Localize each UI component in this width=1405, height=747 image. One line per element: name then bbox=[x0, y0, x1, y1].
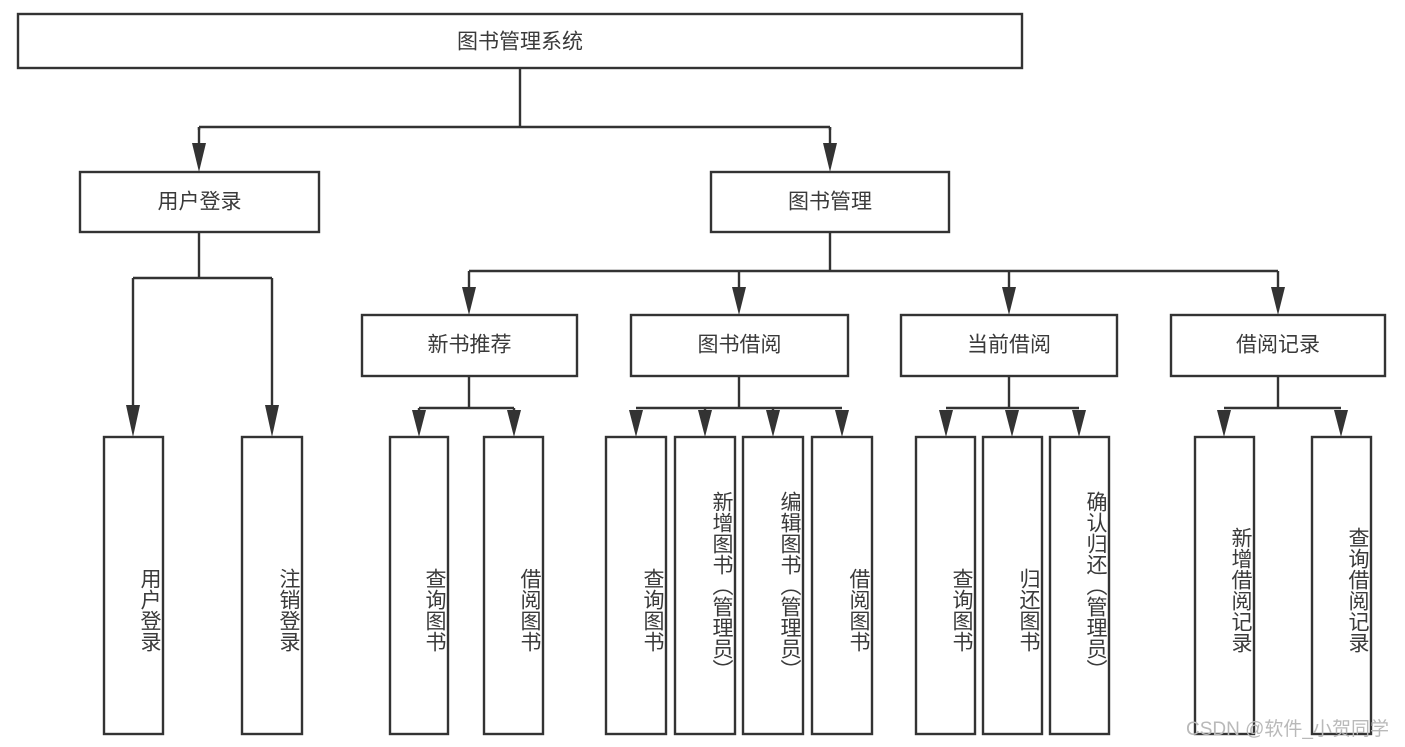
leaf-current-borrow-2[interactable] bbox=[981, 435, 1044, 736]
node-current-borrow-label: 当前借阅 bbox=[967, 334, 1051, 357]
leaf-new-book-2[interactable] bbox=[482, 435, 545, 736]
node-current-borrow[interactable] bbox=[899, 313, 1119, 378]
leaf-label-book-borrow-3: 编辑图书（管理员） bbox=[778, 491, 801, 680]
arrow-head-borrow-record-leaf-2 bbox=[1334, 410, 1348, 437]
leaf-label-book-borrow-4: 借阅图书 bbox=[847, 568, 870, 652]
node-book-management[interactable] bbox=[709, 170, 951, 234]
leaf-label-current-borrow-2: 归还图书 bbox=[1017, 568, 1040, 652]
arrow-head-book-manage bbox=[823, 143, 837, 172]
arrow-head-book-borrow-leaf-2 bbox=[698, 410, 712, 437]
leaf-label-borrow-record-2: 查询借阅记录 bbox=[1346, 527, 1369, 653]
arrow-head-current-borrow-leaf-1 bbox=[939, 410, 953, 437]
arrow-head-new-book-leaf-1 bbox=[412, 410, 426, 437]
arrow-head-book-borrow bbox=[732, 287, 746, 315]
node-layer: 图书管理系统 用户登录 图书管理 新书推荐 图书借阅 当前借阅 借阅记录 bbox=[16, 12, 1387, 736]
node-user-login-label: 用户登录 bbox=[158, 191, 242, 214]
leaf-book-borrow-2[interactable] bbox=[673, 435, 737, 736]
leaf-book-borrow-4[interactable] bbox=[810, 435, 874, 736]
node-book-borrow-label: 图书借阅 bbox=[698, 334, 782, 357]
arrow-head-book-borrow-leaf-4 bbox=[835, 410, 849, 437]
arrow-head-borrow-record-leaf-1 bbox=[1217, 410, 1231, 437]
leaf-current-borrow-1[interactable] bbox=[914, 435, 977, 736]
arrow-head-current-borrow-leaf-2 bbox=[1005, 410, 1019, 437]
watermark-text: CSDN @软件_小贺同学 bbox=[1186, 719, 1389, 740]
leaf-current-borrow-3[interactable] bbox=[1048, 435, 1111, 736]
node-user-login[interactable] bbox=[78, 170, 321, 234]
leaf-label-user-login-2: 注销登录 bbox=[277, 568, 300, 652]
leaf-label-current-borrow-3: 确认归还（管理员） bbox=[1084, 491, 1107, 680]
leaf-label-new-book-1: 查询图书 bbox=[423, 568, 446, 652]
connector-layer bbox=[126, 68, 1348, 437]
node-book-management-label: 图书管理 bbox=[788, 191, 872, 214]
leaf-label-book-borrow-2: 新增图书（管理员） bbox=[710, 491, 733, 680]
arrow-head-book-borrow-leaf-1 bbox=[629, 410, 643, 437]
leaf-borrow-record-1[interactable] bbox=[1193, 435, 1256, 736]
node-new-book-recommend[interactable] bbox=[360, 313, 579, 378]
arrow-head-new-book-leaf-2 bbox=[507, 410, 521, 437]
leaf-user-login-2[interactable] bbox=[240, 435, 304, 736]
leaf-label-borrow-record-1: 新增借阅记录 bbox=[1229, 527, 1252, 653]
leaf-book-borrow-1[interactable] bbox=[604, 435, 668, 736]
leaf-user-login-1[interactable] bbox=[102, 435, 165, 736]
arrow-head-new-book bbox=[462, 287, 476, 315]
leaf-label-book-borrow-1: 查询图书 bbox=[641, 568, 664, 652]
arrow-head-current-borrow bbox=[1002, 287, 1016, 315]
leaf-label-user-login-1: 用户登录 bbox=[138, 568, 161, 652]
leaf-new-book-1[interactable] bbox=[388, 435, 450, 736]
node-borrow-record[interactable] bbox=[1169, 313, 1387, 378]
leaf-borrow-record-2[interactable] bbox=[1310, 435, 1373, 736]
arrow-head-borrow-record bbox=[1271, 287, 1285, 315]
arrow-head-user-login-leaf-2 bbox=[265, 405, 279, 437]
leaf-book-borrow-3[interactable] bbox=[741, 435, 805, 736]
node-new-book-recommend-label: 新书推荐 bbox=[428, 334, 512, 357]
arrow-head-current-borrow-leaf-3 bbox=[1072, 410, 1086, 437]
leaf-label-current-borrow-1: 查询图书 bbox=[950, 568, 973, 652]
leaf-label-new-book-2: 借阅图书 bbox=[518, 568, 541, 652]
node-book-borrow[interactable] bbox=[629, 313, 850, 378]
arrow-head-user-login bbox=[192, 143, 206, 172]
node-borrow-record-label: 借阅记录 bbox=[1236, 334, 1320, 357]
arrow-head-book-borrow-leaf-3 bbox=[766, 410, 780, 437]
node-root-label: 图书管理系统 bbox=[457, 31, 583, 54]
node-root-book-management-system[interactable] bbox=[16, 12, 1024, 70]
arrow-head-user-login-leaf-1 bbox=[126, 405, 140, 437]
